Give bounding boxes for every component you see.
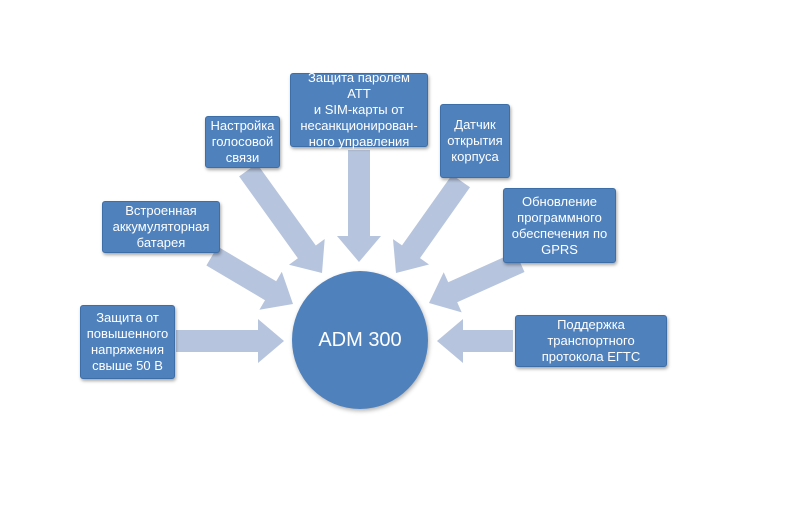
arrow-overvoltage xyxy=(176,319,284,363)
hub-label: ADM 300 xyxy=(318,328,402,351)
feature-box-egts: Поддержка транспортного протокола ЕГТС xyxy=(515,315,667,367)
feature-label-voice: Настройка голосовой связи xyxy=(210,118,275,165)
feature-box-overvoltage: Защита от повышенного напряжения свыше 5… xyxy=(80,305,175,379)
hub-circle: ADM 300 xyxy=(292,271,428,409)
feature-label-case-sensor: Датчик открытия корпуса xyxy=(447,117,503,164)
arrow-case-sensor xyxy=(393,174,470,273)
feature-label-firmware: Обновление программного обеспечения по G… xyxy=(511,193,608,257)
arrow-voice xyxy=(239,163,325,273)
feature-box-battery: Встроенная аккумуляторная батарея xyxy=(102,201,220,253)
arrow-battery xyxy=(206,246,293,310)
feature-label-overvoltage: Защита от повышенного напряжения свыше 5… xyxy=(86,310,169,373)
feature-box-password: Защита паролем АТТ и SIM-карты от несанк… xyxy=(290,70,428,149)
feature-box-firmware: Обновление программного обеспечения по G… xyxy=(503,188,616,263)
feature-box-case-sensor: Датчик открытия корпуса xyxy=(440,104,510,178)
feature-label-egts: Поддержка транспортного протокола ЕГТС xyxy=(541,317,641,364)
feature-label-battery: Встроенная аккумуляторная батарея xyxy=(112,203,210,250)
arrow-egts xyxy=(437,319,513,363)
arrow-firmware xyxy=(429,252,525,313)
feature-label-password: Защита паролем АТТ и SIM-карты от несанк… xyxy=(300,70,418,149)
feature-box-voice: Настройка голосовой связи xyxy=(205,116,280,168)
arrow-password xyxy=(337,150,381,262)
